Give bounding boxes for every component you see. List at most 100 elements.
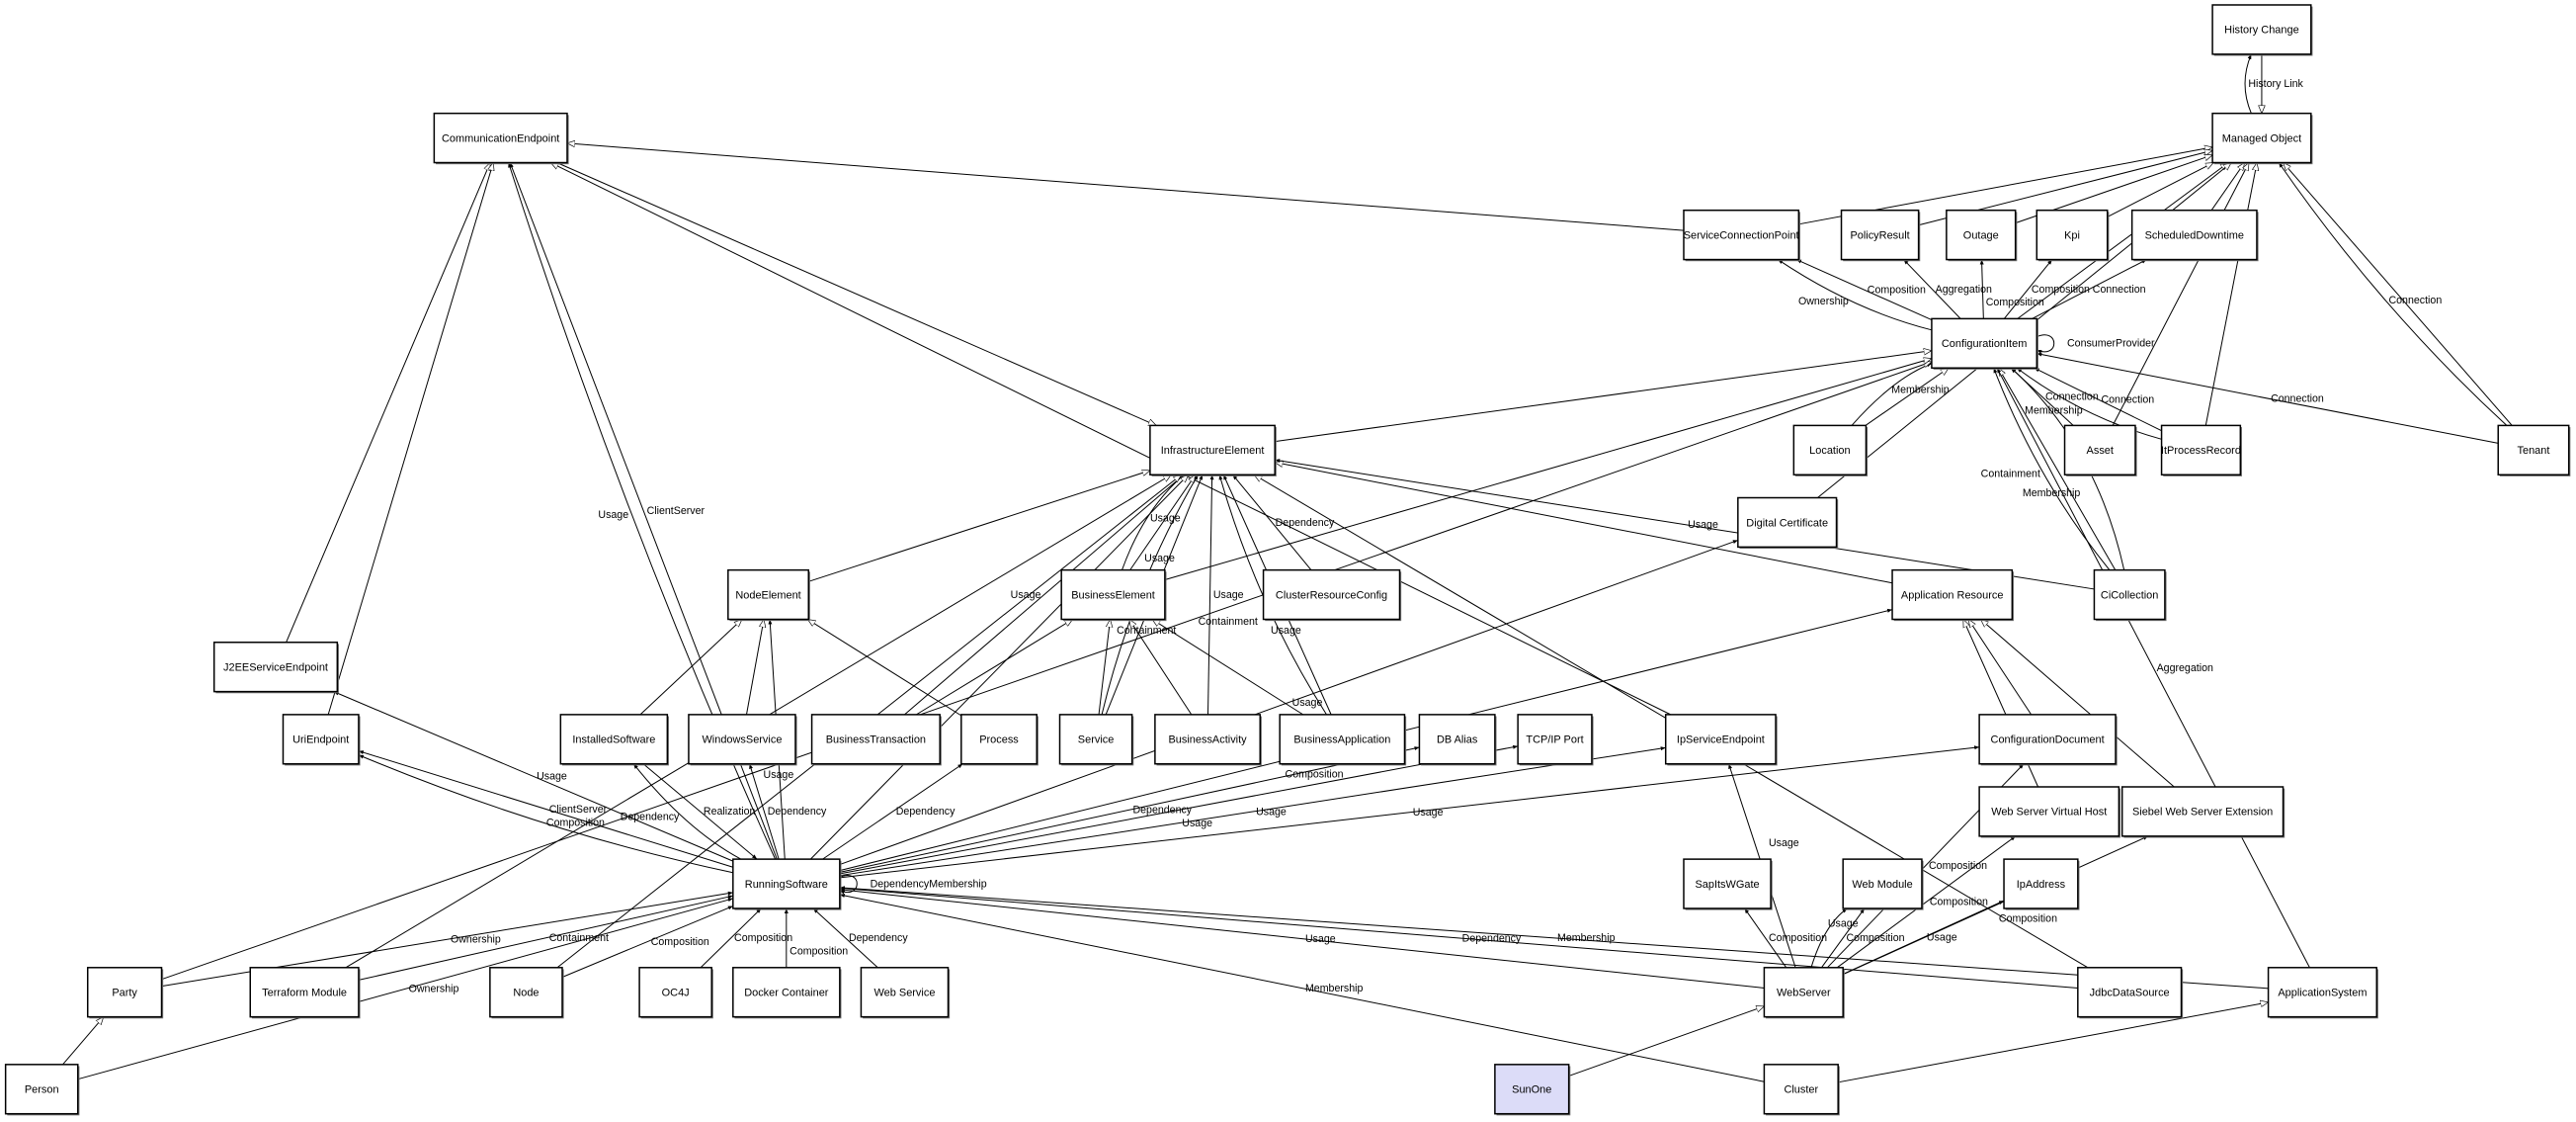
association-arrow	[812, 907, 878, 969]
class-node-docker-container[interactable]: Docker Container	[732, 967, 842, 1019]
node-box	[2093, 568, 2166, 621]
class-node-siebel-web-server-extension[interactable]: Siebel Web Server Extension	[2120, 786, 2285, 838]
class-node-scheduled-downtime[interactable]: ScheduledDowntime	[2130, 209, 2259, 262]
association-arrow	[1979, 259, 1984, 319]
class-node-configuration-item[interactable]: ConfigurationItem	[1931, 317, 2038, 370]
edge-label: Usage	[1927, 932, 1957, 944]
edge-label: Usage	[1828, 918, 1859, 930]
class-node-application-resource[interactable]: Application Resource	[1891, 568, 2015, 622]
node-box	[2077, 967, 2183, 1018]
edge-configuration-document-to-application-resource	[1968, 619, 2033, 716]
node-label: DB Alias	[1437, 734, 1478, 746]
edge-it-process-record-to-configuration-item	[2034, 367, 2162, 432]
class-node-node[interactable]: Node	[489, 967, 564, 1019]
association-arrow	[839, 893, 1765, 1082]
class-node-ci-collection[interactable]: CiCollection	[2093, 568, 2167, 622]
node-label: WebServer	[1777, 988, 1831, 999]
class-node-digital-certificate[interactable]: Digital Certificate	[1737, 496, 1839, 550]
class-node-business-application[interactable]: BusinessApplication	[1279, 714, 1407, 766]
class-node-business-transaction[interactable]: BusinessTransaction	[810, 714, 942, 766]
node-label: BusinessApplication	[1293, 734, 1390, 746]
node-box	[2160, 424, 2242, 476]
class-node-sun-one[interactable]: SunOne	[1494, 1064, 1571, 1116]
class-node-ip-address[interactable]: IpAddress	[2003, 858, 2080, 910]
node-label: Service	[1078, 734, 1115, 746]
class-node-history-change[interactable]: History Change	[2211, 4, 2313, 56]
generalization-arrow	[2107, 162, 2213, 217]
class-node-sap-its-wgate[interactable]: SapItsWGate	[1683, 858, 1773, 910]
class-node-service-connection-point[interactable]: ServiceConnectionPoint	[1683, 209, 1800, 262]
class-node-managed-object[interactable]: Managed Object	[2211, 112, 2313, 165]
node-box	[282, 714, 360, 765]
class-node-jdbc-data-source[interactable]: JdbcDataSource	[2077, 967, 2184, 1019]
class-node-web-module[interactable]: Web Module	[1842, 858, 1924, 910]
class-node-windows-service[interactable]: WindowsService	[688, 714, 797, 766]
edge-configuration-item-to-service-connection-point	[1778, 259, 1933, 331]
association-arrow	[358, 895, 733, 981]
node-label: SapItsWGate	[1695, 879, 1759, 891]
node-box	[1494, 1064, 1570, 1115]
edge-label: Usage	[537, 771, 567, 783]
class-node-service[interactable]: Service	[1058, 714, 1134, 766]
class-node-configuration-document[interactable]: ConfigurationDocument	[1978, 714, 2118, 766]
node-label: Terraform Module	[262, 988, 347, 999]
edge-service-connection-point-to-communication-endpoint	[567, 143, 1685, 231]
class-node-node-element[interactable]: NodeElement	[727, 568, 810, 622]
node-box	[1664, 714, 1777, 765]
class-node-ip-service-endpoint[interactable]: IpServiceEndpoint	[1664, 714, 1778, 766]
class-node-policy-result[interactable]: PolicyResult	[1840, 209, 1921, 262]
generalization-arrow	[286, 163, 491, 643]
class-node-application-system[interactable]: ApplicationSystem	[2267, 967, 2378, 1019]
generalization-arrow	[1129, 619, 1193, 716]
class-node-tcpip-port[interactable]: TCP/IP Port	[1517, 714, 1594, 766]
edge-label: Composition	[1286, 768, 1344, 780]
edge-label: ClientServer	[549, 804, 608, 816]
class-node-web-server-virtual-host[interactable]: Web Server Virtual Host	[1978, 786, 2121, 838]
class-node-business-element[interactable]: BusinessElement	[1060, 568, 1167, 622]
class-node-person[interactable]: Person	[4, 1064, 80, 1116]
class-node-tenant[interactable]: Tenant	[2497, 424, 2571, 476]
class-node-communication-endpoint[interactable]: CommunicationEndpoint	[433, 112, 569, 165]
node-box	[1154, 714, 1261, 765]
edge-cluster-resource-config-to-infrastructure-element	[1232, 474, 1312, 570]
generalization-arrow	[2017, 163, 2228, 319]
edge-label: Composition	[734, 932, 792, 944]
class-node-it-process-record[interactable]: ItProcessRecord	[2160, 424, 2242, 476]
node-label: Location	[1809, 445, 1850, 457]
node-box	[1840, 209, 1920, 261]
class-node-oc4j[interactable]: OC4J	[638, 967, 713, 1019]
edge-label: Usage	[764, 769, 794, 781]
class-node-uri-endpoint[interactable]: UriEndpoint	[282, 714, 361, 766]
class-node-installed-software[interactable]: InstalledSoftware	[559, 714, 670, 766]
edge-oc4j-to-running-software	[700, 907, 762, 969]
class-node-infrastructure-element[interactable]: InfrastructureElement	[1149, 424, 1277, 476]
edge-node-to-running-software	[561, 906, 734, 978]
class-node-db-alias[interactable]: DB Alias	[1418, 714, 1497, 766]
association-arrow	[1996, 368, 2310, 969]
class-node-j2ee-service-endpoint[interactable]: J2EEServiceEndpoint	[212, 642, 339, 694]
class-node-running-software[interactable]: RunningSoftware	[732, 858, 842, 910]
class-node-asset[interactable]: Asset	[2063, 424, 2137, 476]
class-node-terraform-module[interactable]: Terraform Module	[249, 967, 361, 1019]
class-node-web-service[interactable]: Web Service	[860, 967, 951, 1019]
class-node-party[interactable]: Party	[86, 967, 164, 1019]
edge-label: Composition	[789, 945, 848, 957]
node-box	[2120, 786, 2285, 837]
node-label: BusinessElement	[1071, 589, 1155, 601]
edge-installed-software-to-node-element	[639, 619, 742, 716]
association-arrow	[839, 745, 1980, 879]
class-node-cluster-resource-config[interactable]: ClusterResourceConfig	[1262, 568, 1402, 622]
class-node-process[interactable]: Process	[960, 714, 1039, 766]
class-node-kpi[interactable]: Kpi	[2036, 209, 2110, 262]
class-node-cluster[interactable]: Cluster	[1763, 1064, 1840, 1116]
node-box	[489, 967, 563, 1018]
edge-running-software-to-configuration-document	[839, 745, 1980, 879]
node-box	[2003, 858, 2079, 909]
class-node-web-server[interactable]: WebServer	[1763, 967, 1845, 1019]
class-node-outage[interactable]: Outage	[1946, 209, 2018, 262]
class-node-location[interactable]: Location	[1792, 424, 1869, 476]
node-label: Tenant	[2518, 445, 2550, 457]
node-label: JdbcDataSource	[2090, 988, 2170, 999]
class-node-business-activity[interactable]: BusinessActivity	[1154, 714, 1262, 766]
